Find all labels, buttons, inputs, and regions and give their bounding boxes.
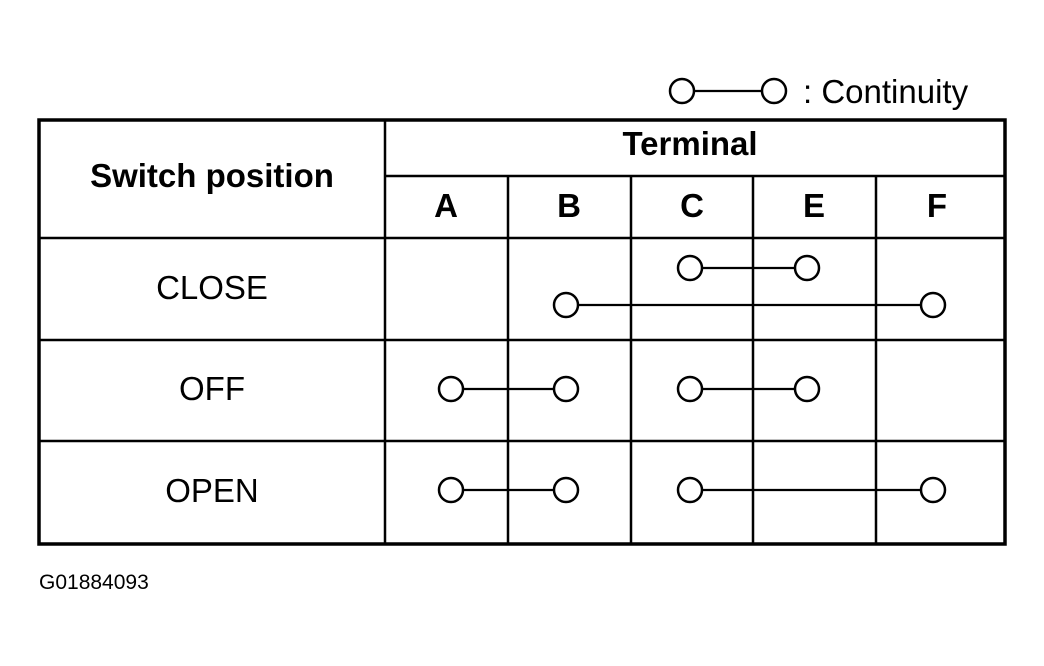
terminal-circle-close-e — [793, 254, 821, 282]
row-header-label: Switch position — [90, 157, 334, 194]
continuity-marks — [437, 254, 947, 504]
continuity-table-grid — [37, 118, 1007, 546]
legend-terminal-circle-right — [760, 77, 788, 105]
switch-position-open: OPEN — [165, 472, 259, 509]
legend-terminal-circle-left — [668, 77, 696, 105]
terminal-circle-open-b — [552, 476, 580, 504]
terminal-circle-open-c — [676, 476, 704, 504]
terminal-header-c: C — [680, 187, 704, 224]
terminal-circle-off-c — [676, 375, 704, 403]
switch-position-close: CLOSE — [156, 269, 268, 306]
terminal-circle-close-f — [919, 291, 947, 319]
terminal-header-f: F — [927, 187, 947, 224]
terminal-circle-off-b — [552, 375, 580, 403]
terminal-circle-off-e — [793, 375, 821, 403]
terminal-header-a: A — [434, 187, 458, 224]
terminal-circle-close-c — [676, 254, 704, 282]
figure-code: G01884093 — [39, 571, 149, 594]
terminal-header-e: E — [803, 187, 825, 224]
table-outer-border — [37, 118, 1007, 546]
terminal-circle-open-a — [437, 476, 465, 504]
terminal-circle-close-b — [552, 291, 580, 319]
terminal-circle-open-f — [919, 476, 947, 504]
terminal-circle-off-a — [437, 375, 465, 403]
continuity-legend: : Continuity — [668, 73, 969, 110]
terminal-group-header: Terminal — [622, 125, 757, 162]
legend-label: : Continuity — [803, 73, 969, 110]
switch-position-off: OFF — [179, 370, 245, 407]
terminal-header-b: B — [557, 187, 581, 224]
